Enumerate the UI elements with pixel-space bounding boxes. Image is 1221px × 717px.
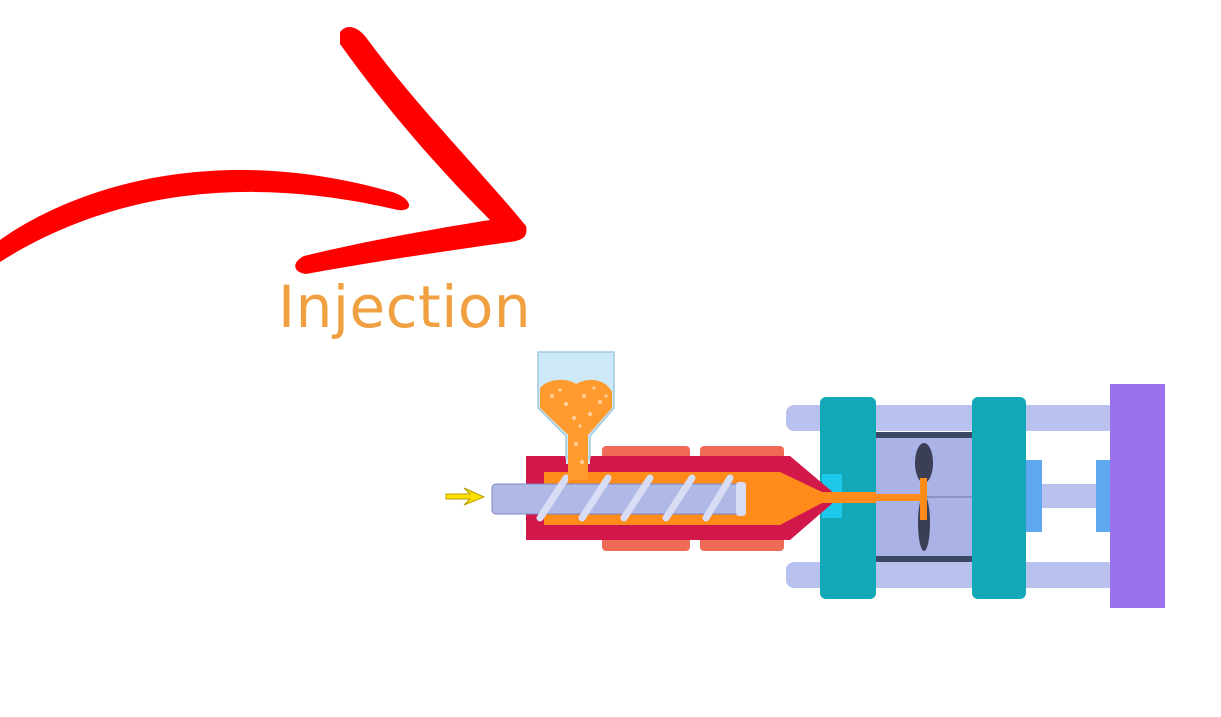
- screw-shaft: [491, 483, 743, 515]
- tie-bar-middle: [1020, 484, 1112, 508]
- platens: [820, 384, 1165, 608]
- pellets-feed: [568, 434, 588, 480]
- ejector-block: [1026, 460, 1042, 532]
- arrow-right-icon: [445, 487, 486, 506]
- caption-injection: Injection: [278, 273, 532, 341]
- arrow-head: [295, 26, 527, 274]
- screw-flights: [536, 474, 734, 522]
- mold: [874, 432, 972, 562]
- curved-arrow-icon: [0, 26, 527, 274]
- mold-top-edge: [876, 432, 972, 438]
- barrel-assembly: [491, 432, 876, 551]
- moving-platen: [972, 397, 1026, 599]
- part-upper-lobe: [915, 443, 933, 483]
- arrow-shaft: [0, 169, 410, 262]
- cylinder-block: [1096, 460, 1112, 532]
- pellets-hopper: [540, 379, 612, 434]
- pellet-dots: [550, 386, 608, 464]
- screw-tip: [736, 482, 746, 516]
- mold-bottom-edge: [876, 556, 972, 562]
- nozzle-melt-channel: [780, 492, 876, 503]
- runner-horizontal: [874, 494, 926, 501]
- end-plate: [1110, 384, 1165, 608]
- hopper: [537, 351, 615, 480]
- feed-arrow: [445, 487, 486, 506]
